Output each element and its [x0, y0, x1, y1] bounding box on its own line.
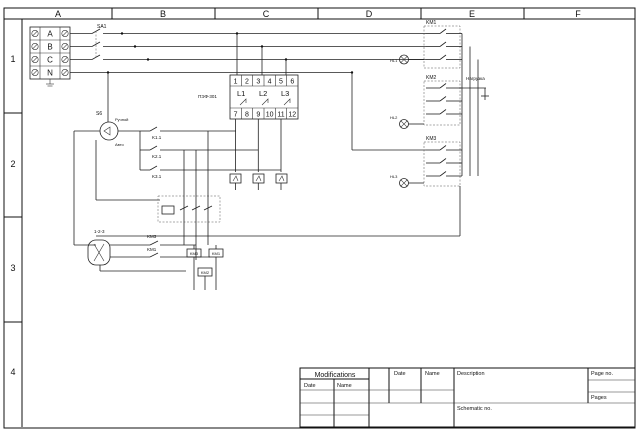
relay-pin-2: 2	[245, 79, 249, 86]
aux-contacts	[139, 126, 281, 171]
lamp-hl3	[399, 178, 424, 188]
relay-pin-5: 5	[279, 79, 283, 86]
coil-km2: KM2	[197, 267, 213, 277]
km1-label: KM1	[426, 20, 437, 26]
load-symbol	[481, 95, 489, 100]
selector-manual-label: Ручной	[115, 117, 128, 122]
interlock-relay	[157, 195, 221, 223]
relay-pin-1: 1	[234, 79, 238, 86]
load-label: Нагрузка	[466, 76, 485, 81]
lamp-hl1-label: HL1	[390, 58, 398, 63]
row-dividers	[4, 112, 22, 323]
relay-pin-4: 4	[268, 79, 272, 86]
row-label-4: 4	[10, 367, 15, 377]
selector-s6-label: S6	[96, 111, 102, 117]
column-label-b: B	[160, 9, 166, 19]
column-dividers	[111, 8, 525, 19]
selector-s6	[99, 121, 119, 141]
coil-km3: KM3	[186, 248, 202, 258]
coil-km3-label: KM3	[190, 251, 199, 256]
coil-km1: KM1	[208, 248, 224, 258]
contactor-km2-power	[423, 80, 462, 126]
column-label-c: C	[263, 9, 270, 19]
lamp-hl2-label: HL2	[390, 115, 398, 120]
terminal-b-label: B	[47, 43, 52, 52]
column-label-d: D	[366, 9, 373, 19]
bottom-switch-label: 1-2-3	[94, 229, 105, 234]
main-switch-sa1	[70, 28, 101, 60]
relay-pin-12: 12	[288, 112, 296, 119]
row-label-3: 3	[10, 263, 15, 273]
ground-icon	[46, 79, 54, 87]
aux-k11-label: K1.1	[152, 135, 162, 140]
bottom-switch-1-2-3	[87, 239, 111, 266]
title-name-2: Name	[425, 371, 440, 377]
relay-pin-11: 11	[277, 112, 284, 119]
title-description: Description	[457, 371, 485, 377]
bottom-contact-km1-label: KM1	[147, 247, 157, 252]
coil-km2-label: KM2	[201, 270, 210, 275]
contactor-km3-power	[423, 141, 462, 187]
aux-k31-label: K3.1	[152, 174, 162, 179]
bus-lines	[70, 33, 426, 151]
relay-pin-3: 3	[256, 79, 260, 86]
lamp-hl3-label: HL3	[390, 174, 398, 179]
terminal-c-label: C	[47, 56, 53, 65]
terminal-block: A B C N	[29, 26, 71, 87]
terminal-n-label: N	[47, 69, 53, 78]
relay-block-pef301: 1 2 3 4 5 6 7 8 9 10 11 12 L1 L2 L3	[229, 74, 299, 120]
title-pages: Pages	[591, 395, 607, 401]
coil-km1-label: KM1	[212, 251, 221, 256]
title-block: Modifications Date Name Date Name Descri…	[299, 367, 636, 428]
bus-junctions	[106, 32, 354, 74]
km3-label: KM3	[426, 136, 437, 142]
relay-phase-l2: L2	[259, 89, 267, 98]
title-date-2: Date	[394, 371, 406, 377]
row-label-2: 2	[10, 159, 15, 169]
lamp-hl2	[399, 119, 424, 129]
relay-pin-6: 6	[290, 79, 294, 86]
switch-sa1-label: SA1	[97, 24, 107, 30]
title-page-no: Page no.	[591, 371, 613, 377]
terminal-a-label: A	[47, 30, 53, 39]
contactor-km1-power	[423, 25, 462, 69]
selector-auto-label: Авто	[115, 142, 124, 147]
outer-frame	[3, 7, 636, 429]
title-date: Date	[304, 383, 316, 389]
lamp-hl1	[399, 54, 424, 65]
aux-k21-label: K2.1	[152, 154, 162, 159]
row-label-1: 1	[10, 54, 15, 64]
title-schematic-no: Schematic no.	[457, 406, 492, 412]
bottom-contact-km3-label: KM3	[147, 234, 157, 239]
relay-phase-l1: L1	[237, 89, 245, 98]
relay-phase-l3: L3	[281, 89, 289, 98]
column-label-e: E	[469, 9, 475, 19]
column-label-a: A	[55, 9, 61, 19]
relay-block-name: ПЭФ-301	[198, 94, 217, 99]
relay-pin-10: 10	[266, 112, 274, 119]
km2-label: KM2	[426, 75, 437, 81]
column-label-f: F	[575, 9, 581, 19]
title-modifications: Modifications	[315, 372, 356, 379]
relay-pin-8: 8	[245, 112, 249, 119]
title-name: Name	[337, 383, 352, 389]
sensor-row	[229, 173, 288, 190]
relay-pin-7: 7	[234, 112, 238, 119]
relay-pin-9: 9	[256, 112, 260, 119]
